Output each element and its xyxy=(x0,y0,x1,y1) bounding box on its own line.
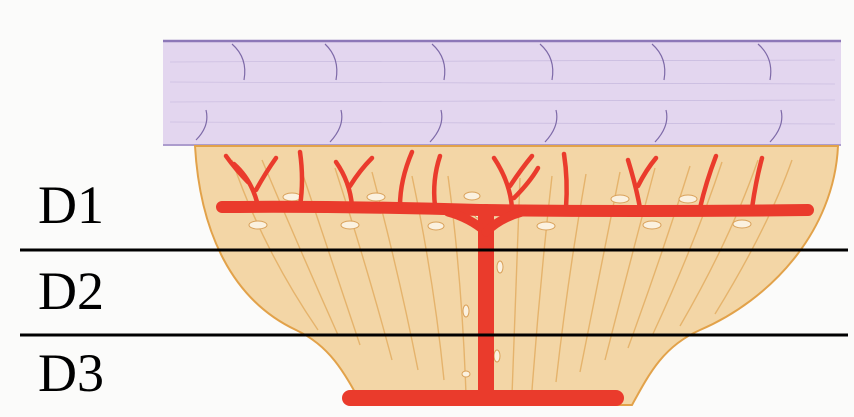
zone-label-d2: D2 xyxy=(38,264,104,318)
zone-label-d1: D1 xyxy=(38,178,104,232)
tissue-body xyxy=(195,146,838,405)
zone-label-d3: D3 xyxy=(38,346,104,400)
upper-band xyxy=(163,40,841,146)
